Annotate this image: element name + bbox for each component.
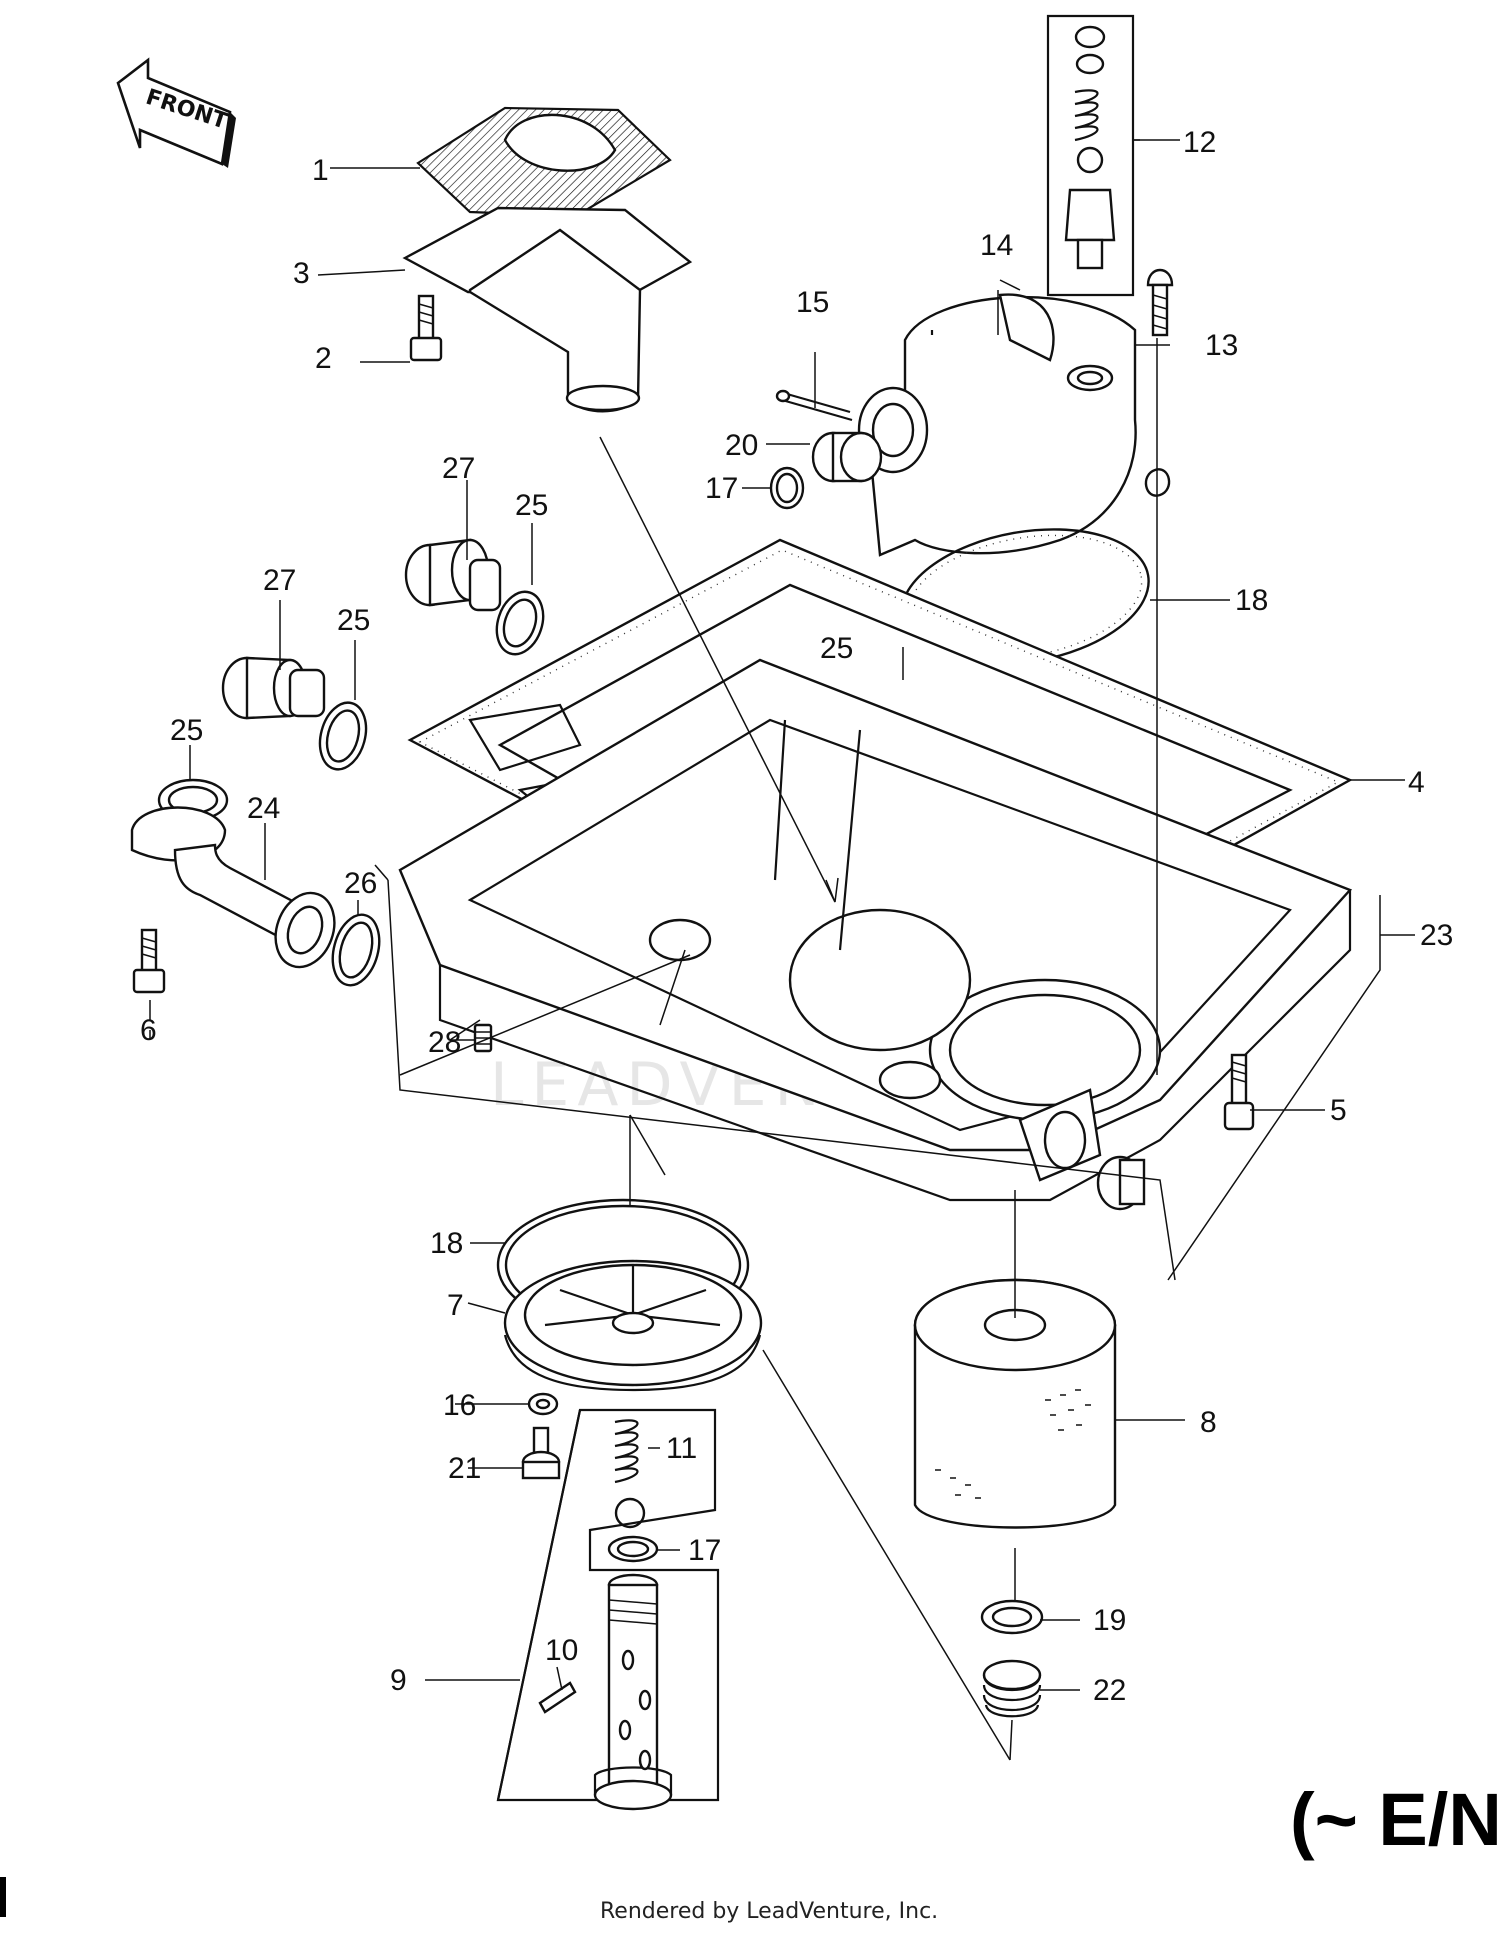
callout-14: 14 (980, 229, 1013, 262)
bolt-part-6 (132, 928, 166, 994)
callout-6: 6 (140, 1014, 157, 1047)
o-ring-part-26 (331, 913, 381, 987)
o-ring-part-17-lower-inner (616, 1540, 650, 1558)
washer-part-19-hole (991, 1606, 1033, 1628)
callout-25-left: 25 (170, 714, 203, 747)
o-ring-part-25-lower-inner (325, 709, 361, 763)
callout-19: 19 (1093, 1604, 1126, 1637)
callout-11: 11 (666, 1432, 697, 1465)
page-edge-mark (0, 1877, 6, 1917)
nut-part-16-hole (535, 1398, 551, 1410)
leader-lines (189, 139, 1415, 1691)
bolt-part-2 (409, 294, 443, 362)
callout-1: 1 (312, 154, 329, 187)
callout-17-upper: 17 (705, 472, 738, 505)
plug-part-20 (811, 431, 883, 483)
hollow-bolt-part-9 (593, 1573, 673, 1811)
o-ring-part-17-upper-inner (775, 472, 799, 504)
bolt-part-13 (1146, 268, 1174, 337)
footer-credit: Rendered by LeadVenture, Inc. (600, 1899, 938, 1924)
callout-25-lower: 25 (337, 604, 370, 637)
oil-pan-part-23 (398, 658, 1353, 1202)
callout-23: 23 (1420, 919, 1453, 952)
spring-part-11 (614, 1419, 646, 1529)
pin-part-10 (538, 1681, 577, 1714)
callout-27-lower: 27 (263, 564, 296, 597)
callout-21: 21 (448, 1452, 481, 1485)
oil-filter-element-part-8 (913, 1278, 1117, 1529)
oil-strainer-body-part-3 (402, 206, 693, 413)
callout-9: 9 (390, 1664, 407, 1697)
callouts: 1 2 3 4 5 6 7 8 9 10 11 12 13 14 15 16 1… (140, 126, 1453, 1707)
engine-number-note: (~ E/N (1290, 1778, 1500, 1861)
o-ring-part-26-inner (338, 921, 374, 979)
oil-filter-cover-part-14 (857, 293, 1171, 557)
callout-17-lower: 17 (688, 1534, 721, 1567)
callout-2: 2 (315, 342, 332, 375)
bolt-part-5 (1223, 1053, 1255, 1131)
callout-25-upper: 25 (515, 489, 548, 522)
bolt-part-21 (521, 1426, 561, 1480)
bypass-valve-assembly-part-12 (1046, 14, 1135, 297)
o-ring-part-25-upper (495, 590, 545, 656)
o-ring-part-25-lower (318, 701, 368, 771)
oil-pipe-part-24 (130, 806, 336, 969)
o-ring-part-17-upper (769, 466, 805, 510)
callout-25-center: 25 (820, 632, 853, 665)
drain-plug-part-27-lower (221, 656, 326, 720)
callout-22: 22 (1093, 1674, 1126, 1707)
callout-16: 16 (443, 1389, 476, 1422)
callout-10: 10 (545, 1634, 578, 1667)
callout-13: 13 (1205, 329, 1238, 362)
front-direction-arrow: FRONT (116, 57, 236, 168)
callout-28: 28 (428, 1026, 461, 1059)
callout-3: 3 (293, 257, 310, 290)
spring-part-22 (982, 1659, 1042, 1718)
callout-27-upper: 27 (442, 452, 475, 485)
callout-4: 4 (1408, 766, 1425, 799)
o-ring-part-17-lower (607, 1535, 659, 1563)
callout-18-upper: 18 (1235, 584, 1268, 617)
callout-12: 12 (1183, 126, 1216, 159)
plug-near-pan (1096, 1155, 1146, 1211)
oil-strainer-screen-part-1 (416, 106, 672, 218)
part-9-bracket (496, 1408, 720, 1802)
callout-7: 7 (447, 1289, 464, 1322)
callout-18-lower: 18 (430, 1227, 463, 1260)
callout-24: 24 (247, 792, 280, 825)
part-9-bracket-edge (496, 1409, 582, 1801)
o-ring-part-25-upper-inner (502, 598, 538, 648)
callout-20: 20 (725, 429, 758, 462)
callout-8: 8 (1200, 1406, 1217, 1439)
oil-filter-base-part-7 (503, 1259, 763, 1392)
callout-15: 15 (796, 286, 829, 319)
drain-plug-part-27-upper (404, 538, 502, 612)
assembly-guide-lines (149, 279, 1381, 1761)
callout-26: 26 (344, 867, 377, 900)
callout-5: 5 (1330, 1094, 1347, 1127)
